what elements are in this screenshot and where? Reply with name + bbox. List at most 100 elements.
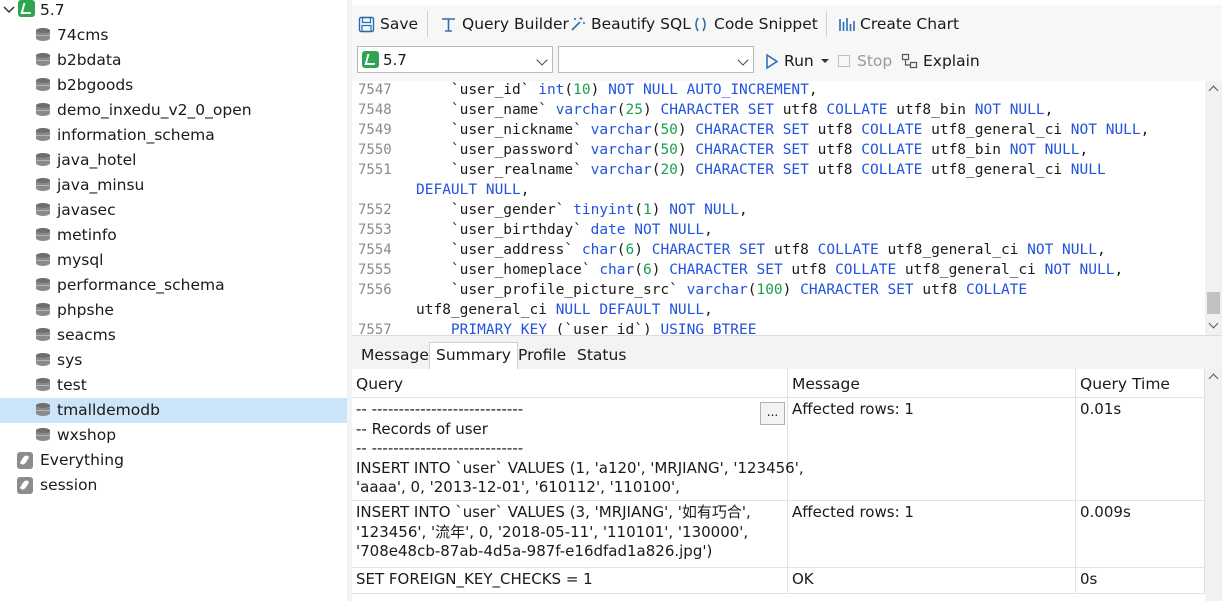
stop-label: Stop bbox=[857, 52, 893, 70]
scroll-up-icon[interactable] bbox=[1208, 85, 1219, 96]
sidebar-item-database[interactable]: wxshop bbox=[0, 423, 347, 448]
expand-query-button[interactable]: ... bbox=[760, 402, 785, 425]
code-line[interactable]: `user_homeplace` char(6) CHARACTER SET u… bbox=[416, 262, 1124, 278]
sidebar-item-database[interactable]: information_schema bbox=[0, 123, 347, 148]
database-icon bbox=[36, 378, 50, 393]
query-builder-label: Query Builder bbox=[462, 15, 569, 33]
table-row-query[interactable]: INSERT INTO `user` VALUES (3, 'MRJIANG',… bbox=[352, 501, 788, 568]
sidebar-item-database[interactable]: java_minsu bbox=[0, 173, 347, 198]
code-line[interactable]: utf8_general_ci NULL DEFAULT NULL, bbox=[416, 302, 713, 318]
save-button[interactable]: Save bbox=[358, 12, 418, 36]
caret-down-icon[interactable] bbox=[820, 56, 830, 66]
database-icon bbox=[36, 303, 50, 318]
sidebar-item-database[interactable]: metinfo bbox=[0, 223, 347, 248]
tab-message[interactable]: Message bbox=[361, 346, 429, 364]
sidebar-item-database[interactable]: tmalldemodb bbox=[0, 398, 347, 423]
create-chart-button[interactable]: Create Chart bbox=[838, 12, 959, 36]
database-icon bbox=[36, 328, 50, 343]
code-line[interactable]: `user_profile_picture_src` varchar(100) … bbox=[416, 282, 1028, 298]
connection-select-value: 5.7 bbox=[383, 51, 407, 69]
column-header-message[interactable]: Message bbox=[788, 369, 1076, 398]
sidebar-item-database[interactable]: b2bdata bbox=[0, 48, 347, 73]
sidebar-item-database[interactable]: b2bgoods bbox=[0, 73, 347, 98]
column-header-query-time[interactable]: Query Time bbox=[1076, 369, 1205, 398]
code-line[interactable]: `user_name` varchar(25) CHARACTER SET ut… bbox=[416, 102, 1054, 118]
sidebar-item-database[interactable]: performance_schema bbox=[0, 273, 347, 298]
code-line[interactable]: DEFAULT NULL, bbox=[416, 182, 530, 198]
explain-button[interactable]: Explain bbox=[901, 49, 980, 73]
results-scrollbar[interactable] bbox=[1205, 369, 1222, 601]
table-row-message[interactable]: Affected rows: 1 bbox=[788, 501, 1076, 568]
code-line[interactable]: `user_birthday` date NOT NULL, bbox=[416, 222, 713, 238]
sidebar-item-database[interactable]: test bbox=[0, 373, 347, 398]
toolbar-separator bbox=[427, 11, 428, 37]
sidebar-item-database[interactable]: javasec bbox=[0, 198, 347, 223]
line-number: 7551 bbox=[358, 162, 392, 178]
database-icon bbox=[36, 203, 50, 218]
database-icon bbox=[36, 428, 50, 443]
code-line[interactable]: `user_realname` varchar(20) CHARACTER SE… bbox=[416, 162, 1106, 178]
code-line[interactable]: `user_password` varchar(50) CHARACTER SE… bbox=[416, 142, 1089, 158]
database-icon bbox=[36, 53, 50, 68]
scrollbar-thumb[interactable] bbox=[1207, 292, 1220, 314]
line-number: 7550 bbox=[358, 142, 392, 158]
sidebar-item-database[interactable]: java_hotel bbox=[0, 148, 347, 173]
sidebar-item-database[interactable]: 74cms bbox=[0, 23, 347, 48]
code-line[interactable]: PRIMARY KEY (`user_id`) USING BTREE bbox=[450, 322, 757, 338]
toolbar-separator bbox=[826, 11, 827, 37]
connection-select[interactable]: 5.7 bbox=[357, 46, 553, 73]
connection-icon bbox=[362, 51, 379, 68]
database-icon bbox=[36, 228, 50, 243]
connection-label: 5.7 bbox=[40, 1, 65, 19]
database-label: phpshe bbox=[57, 301, 114, 319]
tab-summary[interactable]: Summary bbox=[429, 342, 518, 370]
sidebar-item-database[interactable]: mysql bbox=[0, 248, 347, 273]
table-row-time[interactable]: 0s bbox=[1076, 568, 1205, 594]
code-line[interactable]: `user_id` int(10) NOT NULL AUTO_INCREMEN… bbox=[416, 82, 818, 98]
tree-connection-everything[interactable]: Everything bbox=[0, 448, 347, 473]
chevron-down-icon[interactable] bbox=[2, 3, 16, 17]
stop-button[interactable]: Stop bbox=[838, 49, 892, 73]
save-icon bbox=[358, 16, 375, 32]
database-label: b2bgoods bbox=[57, 76, 134, 94]
table-row-query[interactable]: SET FOREIGN_KEY_CHECKS = 1 bbox=[352, 568, 788, 594]
sidebar-item-database[interactable]: phpshe bbox=[0, 298, 347, 323]
column-header-query[interactable]: Query bbox=[352, 369, 788, 398]
code-snippet-button[interactable]: Code Snippet bbox=[692, 12, 818, 36]
panel-divider[interactable] bbox=[347, 0, 352, 601]
table-row-message[interactable]: OK bbox=[788, 568, 1076, 594]
tab-profile[interactable]: Profile bbox=[518, 346, 567, 364]
database-label: 74cms bbox=[57, 26, 109, 44]
database-icon bbox=[36, 28, 50, 43]
play-icon bbox=[766, 53, 779, 69]
code-line[interactable]: `user_address` char(6) CHARACTER SET utf… bbox=[416, 242, 1106, 258]
tree-connection-session[interactable]: session bbox=[0, 473, 347, 498]
tab-status[interactable]: Status bbox=[577, 346, 627, 364]
editor-scrollbar[interactable] bbox=[1205, 81, 1222, 335]
scroll-up-icon[interactable] bbox=[1208, 373, 1219, 384]
run-button[interactable]: Run bbox=[765, 49, 830, 73]
tree-connection-5-7[interactable]: 5.7 bbox=[0, 0, 347, 23]
database-icon bbox=[36, 253, 50, 268]
query-builder-button[interactable]: Query Builder bbox=[440, 12, 569, 36]
scroll-down-icon[interactable] bbox=[1208, 318, 1219, 329]
database-select[interactable] bbox=[558, 46, 754, 73]
chevron-down-icon bbox=[536, 54, 548, 66]
table-row-time[interactable]: 0.01s bbox=[1076, 398, 1205, 501]
line-number: 7548 bbox=[358, 102, 392, 118]
database-label: metinfo bbox=[57, 226, 117, 244]
code-line[interactable]: `user_nickname` varchar(50) CHARACTER SE… bbox=[416, 122, 1150, 138]
table-row-query[interactable]: -- ---------------------------- -- Recor… bbox=[352, 398, 804, 501]
database-label: mysql bbox=[57, 251, 104, 269]
table-row-time[interactable]: 0.009s bbox=[1076, 501, 1205, 568]
run-label: Run bbox=[784, 52, 814, 70]
table-row-message[interactable]: Affected rows: 1 bbox=[788, 398, 1076, 501]
beautify-sql-button[interactable]: Beautify SQL bbox=[569, 12, 691, 36]
sidebar-item-database[interactable]: sys bbox=[0, 348, 347, 373]
code-snippet-label: Code Snippet bbox=[714, 15, 818, 33]
sidebar-item-database[interactable]: seacms bbox=[0, 323, 347, 348]
code-line[interactable]: `user_gender` tinyint(1) NOT NULL, bbox=[416, 202, 748, 218]
sidebar-item-database[interactable]: demo_inxedu_v2_0_open bbox=[0, 98, 347, 123]
